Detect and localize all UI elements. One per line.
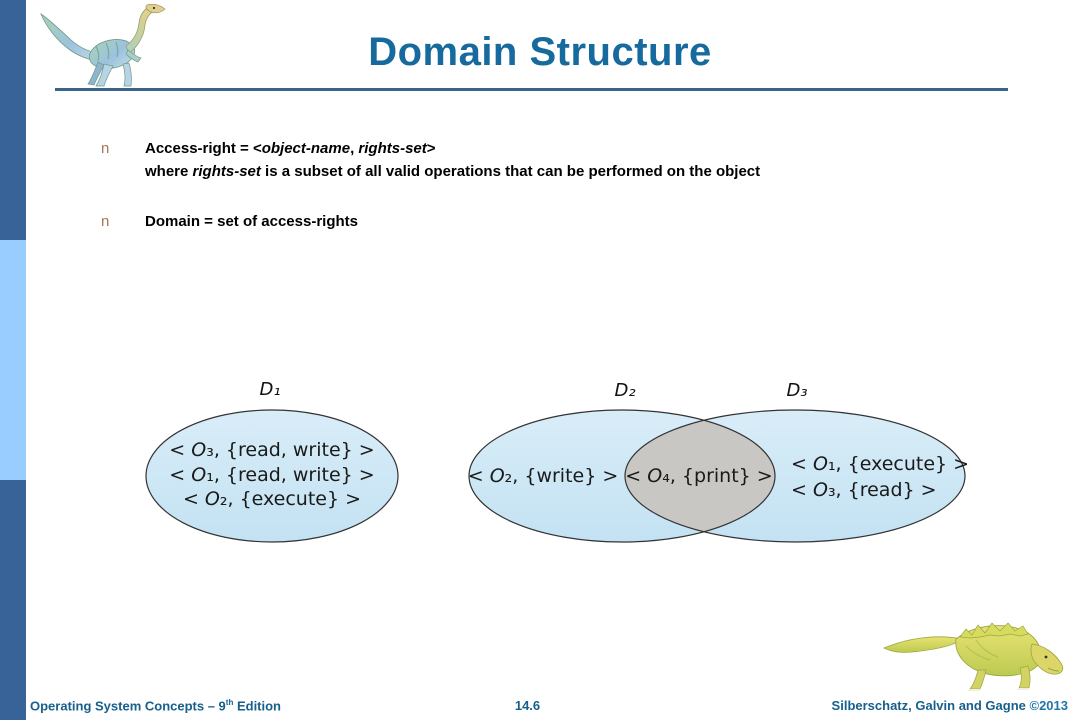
title-underline bbox=[55, 88, 1008, 91]
bullet-item-domain: n Domain = set of access-rights bbox=[101, 210, 358, 233]
dinosaur-icon bbox=[40, 4, 166, 87]
domain-label-d3: D₃ bbox=[786, 380, 808, 401]
d2-access-rights: < O₂, {write} > bbox=[468, 465, 619, 487]
accent-bar-segment-bottom bbox=[0, 480, 26, 720]
domain-label-d2: D₂ bbox=[614, 380, 636, 401]
left-accent-bar bbox=[0, 0, 26, 720]
edition-superscript: th bbox=[225, 698, 234, 707]
dinosaur-icon bbox=[883, 622, 1064, 691]
access-right-entry: < O₂, {execute} > bbox=[182, 488, 362, 510]
footer-page-number: 14.6 bbox=[514, 698, 541, 713]
bullet-marker: n bbox=[101, 140, 110, 157]
d3-access-rights: < O₁, {execute} > < O₃, {read} > bbox=[791, 452, 969, 503]
d1-access-rights: < O₃, {read, write} > < O₁, {read, write… bbox=[169, 438, 374, 512]
domain-d1-ellipse bbox=[145, 409, 399, 543]
access-right-entry: < O₄, {print} > bbox=[625, 465, 773, 487]
bullet-item-access-right: n Access-right = <object-name, rights-se… bbox=[101, 137, 760, 183]
bullet-text: Access-right = <object-name, rights-set>… bbox=[145, 140, 761, 180]
accent-bar-segment-middle bbox=[0, 240, 26, 480]
bullet-marker: n bbox=[101, 213, 110, 230]
domain-diagram bbox=[145, 409, 966, 543]
access-right-entry: < O₁, {execute} > bbox=[791, 453, 970, 475]
access-right-entry: < O₁, {read, write} > bbox=[169, 463, 375, 486]
domain-label-d1: D₁ bbox=[259, 379, 281, 400]
footer-authors: Silberschatz, Galvin and Gagne ©2013 bbox=[831, 698, 1069, 713]
d2-d3-intersection-lens bbox=[625, 410, 775, 542]
copyright-text: ©2013 bbox=[1029, 698, 1069, 713]
slide-title: Domain Structure bbox=[368, 30, 712, 74]
bullet-text: Domain = set of access-rights bbox=[145, 213, 358, 230]
access-right-entry: < O₃, {read} > bbox=[791, 478, 937, 501]
access-right-entry: < O₂, {write} > bbox=[467, 465, 619, 487]
footer-book-title: Operating System Concepts – 9th Edition bbox=[30, 698, 282, 714]
access-right-entry: < O₃, {read, write} > bbox=[169, 439, 375, 461]
d2-d3-shared-access-rights: < O₄, {print} > bbox=[625, 465, 772, 487]
accent-bar-segment-top bbox=[0, 0, 26, 240]
